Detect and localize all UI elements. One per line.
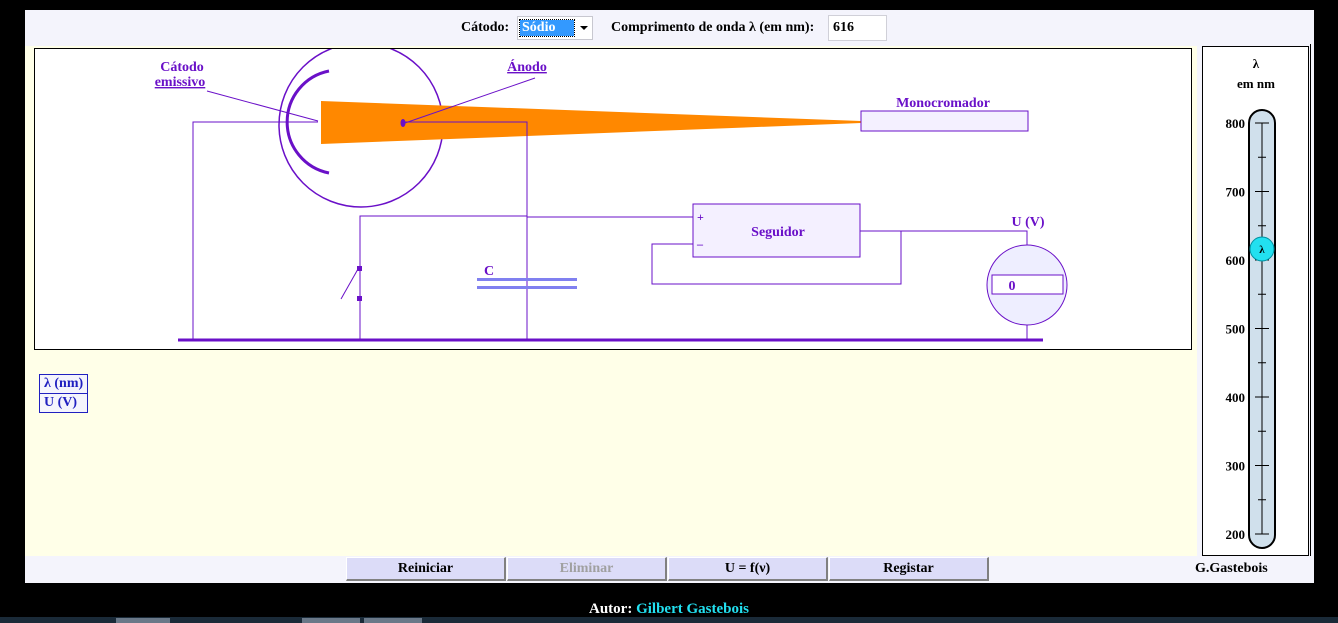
plot-button[interactable]: U = f(ν) xyxy=(668,557,828,581)
taskbar-item[interactable] xyxy=(302,618,360,623)
slider-title-symbol: λ xyxy=(1253,56,1260,71)
wire-anode xyxy=(405,121,528,340)
slider-tick-label: 300 xyxy=(1226,459,1246,474)
row-header-wavelength: λ (nm) xyxy=(38,374,89,394)
cathode-pointer xyxy=(206,90,319,122)
wavelength-slider-panel: λ em nm 800 700 600 500 400 300 200 λ xyxy=(1202,46,1309,556)
wavelength-label: Comprimento de onda λ (em nm): xyxy=(611,20,815,35)
follower-minus-sign: – xyxy=(696,237,704,251)
switch-lever[interactable] xyxy=(340,268,359,300)
switch-contact-top[interactable] xyxy=(357,266,362,271)
slider-tick-label: 600 xyxy=(1226,253,1246,268)
signature: G.Gastebois xyxy=(1195,561,1268,576)
cathode-label-line2: emissivo xyxy=(155,75,206,90)
taskbar-item[interactable] xyxy=(116,618,170,623)
circuit-diagram: Cátodo emissivo Ánodo Monocromador C xyxy=(34,48,1192,350)
button-bar: Reiniciar Eliminar U = f(ν) Registar G.G… xyxy=(25,556,1314,583)
workspace: Cátodo emissivo Ánodo Monocromador C xyxy=(25,46,1197,556)
slider-svg: λ em nm 800 700 600 500 400 300 200 λ xyxy=(1226,56,1276,549)
slider-knob[interactable]: λ xyxy=(1249,236,1275,262)
author-label: Autor: xyxy=(589,601,633,617)
top-toolbar: Cátodo: Sódio Comprimento de onda λ (em … xyxy=(25,10,1314,46)
slider-tick-label: 200 xyxy=(1226,527,1246,542)
slider-tick-label: 500 xyxy=(1226,322,1246,337)
slider-title-unit: em nm xyxy=(1237,76,1275,91)
slider-frame xyxy=(1200,44,1311,558)
slider-knob-label: λ xyxy=(1259,244,1265,256)
light-beam xyxy=(321,101,861,144)
row-header-voltage: U (V) xyxy=(38,393,89,413)
voltmeter-label: U (V) xyxy=(1011,215,1044,230)
cathode-label-line1: Cátodo xyxy=(160,60,204,75)
slider-tick-label: 800 xyxy=(1226,116,1246,131)
table-row: U (V) xyxy=(38,393,89,413)
switch-contact-bottom[interactable] xyxy=(357,296,362,301)
capacitor-plate-top xyxy=(477,278,577,281)
results-table: λ (nm) U (V) xyxy=(38,374,89,413)
applet-window: Cátodo: Sódio Comprimento de onda λ (em … xyxy=(25,10,1314,583)
anode-pointer xyxy=(404,77,536,124)
delete-button[interactable]: Eliminar xyxy=(507,557,667,581)
reset-button[interactable]: Reiniciar xyxy=(346,557,506,581)
slider-knob-circle[interactable] xyxy=(1249,236,1275,262)
author-name: Gilbert Gastebois xyxy=(636,601,749,617)
taskbar-item[interactable] xyxy=(364,618,422,623)
author-credit: Autor: Gilbert Gastebois xyxy=(0,601,1338,618)
wavelength-input[interactable]: 616 xyxy=(828,15,887,41)
cathode-label: Cátodo: xyxy=(461,20,510,35)
follower-amplifier xyxy=(692,203,861,258)
wire-feedback xyxy=(651,231,902,285)
monochromator xyxy=(860,110,1029,132)
wire-follower-out xyxy=(860,230,1028,245)
anode-label: Ánodo xyxy=(507,58,547,75)
wire-cathode xyxy=(192,121,318,340)
voltmeter-display xyxy=(991,274,1064,295)
cathode-selected-value: Sódio xyxy=(519,19,575,37)
record-button[interactable]: Registar xyxy=(829,557,989,581)
monochromator-label: Monocromador xyxy=(896,96,990,111)
taskbar xyxy=(0,617,1338,623)
circuit-svg: Cátodo emissivo Ánodo Monocromador C xyxy=(155,49,1068,342)
slider-tick-label: 400 xyxy=(1226,390,1246,405)
capacitor-label: C xyxy=(484,264,494,279)
wire-switch-top xyxy=(359,215,527,299)
slider-tick-label: 700 xyxy=(1226,185,1246,200)
cathode-select[interactable]: Sódio xyxy=(517,16,593,40)
anode xyxy=(400,119,406,127)
voltmeter-value: 0 xyxy=(1009,279,1016,294)
follower-label: Seguidor xyxy=(751,225,805,240)
table-row: λ (nm) xyxy=(38,374,89,394)
chevron-down-icon[interactable] xyxy=(580,26,588,30)
follower-plus-sign: + xyxy=(697,210,704,224)
capacitor-plate-bottom xyxy=(477,286,577,289)
